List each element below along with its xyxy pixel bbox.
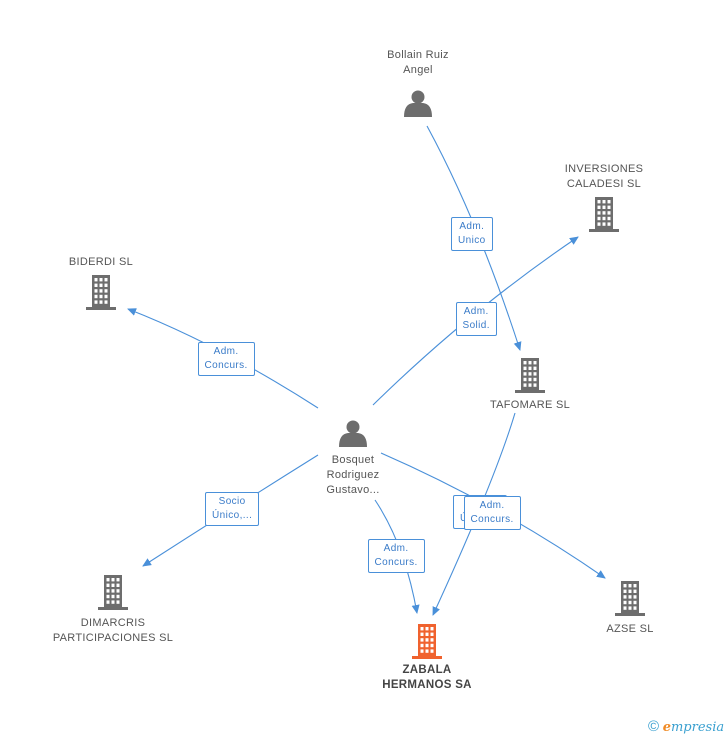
edge-label-line: Concurs.	[374, 557, 418, 568]
edge-label-e1[interactable]: Adm. Unico	[451, 217, 493, 251]
node-label-line: DIMARCRIS	[80, 617, 146, 629]
empresia-brand[interactable]: © empresia	[648, 718, 724, 735]
edge-label-line: Solid.	[462, 320, 490, 331]
node-label-azse[interactable]: AZSE SL	[550, 622, 710, 637]
person-icon[interactable]	[404, 90, 432, 118]
node-label-line: BIDERDI SL	[68, 256, 134, 268]
node-label-line: Angel	[403, 64, 433, 76]
node-label-line: INVERSIONES	[564, 163, 644, 175]
edge-label-e2[interactable]: Adm. Solid.	[455, 302, 497, 336]
node-label-line: HERMANOS SA	[382, 679, 472, 691]
building-icon[interactable]	[615, 581, 645, 616]
edge-label-line: Concurs.	[204, 360, 248, 371]
edge-label-e3[interactable]: Adm. Concurs.	[197, 342, 255, 376]
node-label-dimarcris[interactable]: DIMARCRIS PARTICIPACIONES SL	[33, 616, 193, 646]
edge-label-line: Socio	[218, 496, 246, 507]
node-label-tafomare[interactable]: TAFOMARE SL	[450, 398, 610, 413]
brand-logo-text: mpresia	[670, 720, 725, 735]
node-label-zabala[interactable]: ZABALA HERMANOS SA	[347, 663, 507, 693]
building-icon[interactable]	[515, 358, 545, 393]
node-label-line: ZABALA	[402, 664, 452, 676]
node-label-line: TAFOMARE SL	[489, 399, 571, 411]
node-label-line: PARTICIPACIONES SL	[52, 632, 174, 644]
building-icon[interactable]	[589, 197, 619, 232]
edge-label-line: Adm.	[459, 221, 485, 232]
building-icon[interactable]	[86, 275, 116, 310]
edge-label-line: Unico	[458, 235, 486, 246]
brand-logo-e: e	[662, 720, 671, 735]
node-label-line: CALADESI SL	[566, 178, 642, 190]
node-label-biderdi[interactable]: BIDERDI SL	[21, 255, 181, 270]
node-label-line: AZSE SL	[606, 623, 654, 635]
edge-label-line: Adm.	[463, 306, 489, 317]
node-label-line: Bosquet	[331, 454, 375, 466]
node-label-line: Gustavo...	[326, 484, 380, 496]
edge-label-e5[interactable]: Adm. Concurs.	[367, 539, 425, 573]
person-icon[interactable]	[339, 420, 367, 448]
edge-label-line: Adm.	[479, 500, 505, 511]
edge-label-line: Concurs.	[470, 514, 514, 525]
copyright-symbol: ©	[648, 718, 660, 735]
edge-label-line: Único,...	[212, 510, 253, 521]
node-label-line: Bollain Ruiz	[387, 49, 449, 61]
edge-label-line: Adm.	[383, 543, 409, 554]
node-label-inversiones[interactable]: INVERSIONES CALADESI SL	[524, 162, 684, 192]
node-label-line: Rodriguez	[326, 469, 380, 481]
edge-label-e7[interactable]: Adm. Concurs.	[463, 496, 521, 530]
building-icon[interactable]	[412, 624, 442, 659]
building-icon[interactable]	[98, 575, 128, 610]
edge-label-line: Adm.	[213, 346, 239, 357]
